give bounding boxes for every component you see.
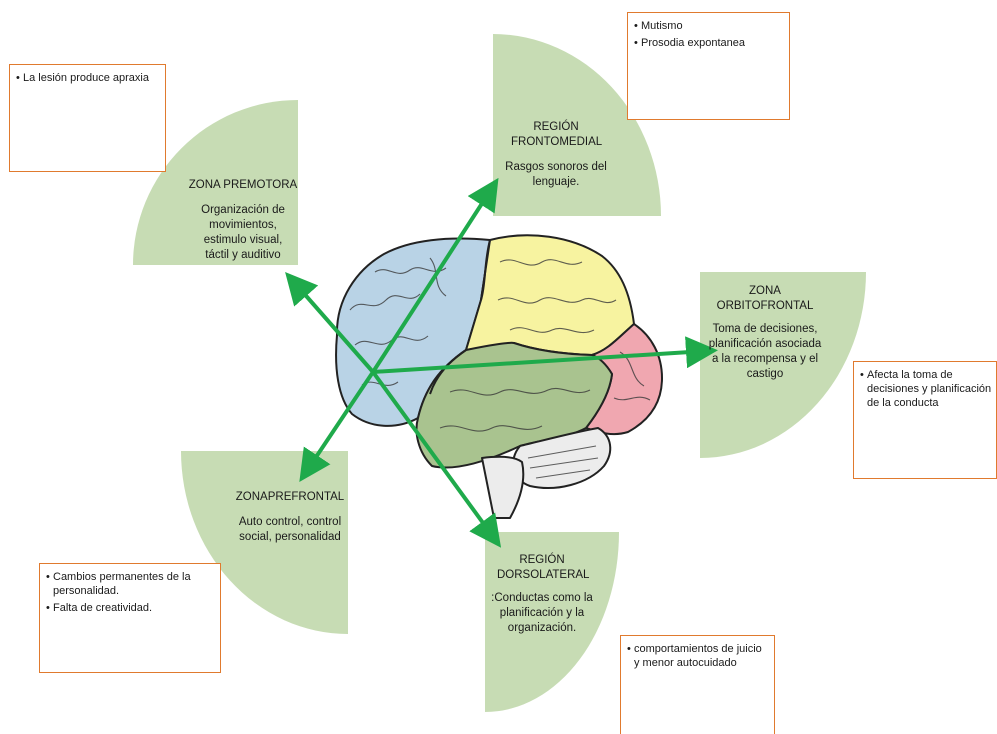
arrow-to-orbitofrontal bbox=[372, 336, 718, 374]
connector-arrows bbox=[285, 177, 718, 548]
zone-premotora-description: Organización de movimientos, estimulo vi… bbox=[201, 204, 285, 261]
lateral-sulcus bbox=[429, 349, 467, 395]
note-item: La lesión produce apraxia bbox=[16, 71, 161, 85]
arrow-to-premotora bbox=[285, 271, 375, 374]
zone-prefrontal-description: Auto control, control social, personalid… bbox=[238, 516, 342, 543]
note-item: Cambios permanentes de la personalidad. bbox=[46, 570, 216, 598]
zone-prefrontal: ZONAPREFRONTAL Auto control, control soc… bbox=[220, 490, 360, 545]
zone-frontomedial: REGIÓN FRONTOMEDIAL Rasgos sonoros del l… bbox=[497, 120, 615, 190]
zone-premotora-title: ZONA PREMOTORA bbox=[188, 179, 298, 191]
zone-prefrontal-title: ZONAPREFRONTAL bbox=[235, 491, 345, 503]
note-orbitofrontal: Afecta la toma de decisiones y planifica… bbox=[853, 361, 997, 479]
brain-stem bbox=[481, 455, 525, 519]
quadrant-frontomedial bbox=[493, 34, 661, 216]
note-item: Falta de creatividad. bbox=[46, 601, 216, 615]
zone-orbitofrontal-description: Toma de decisiones, planificación asocia… bbox=[708, 323, 822, 380]
zone-dorsolateral-title: REGIÓN DORSOLATERAL bbox=[497, 554, 590, 581]
arrow-to-dorsolateral bbox=[371, 370, 502, 548]
parietal-lobe bbox=[465, 234, 635, 356]
brain-illustration bbox=[335, 234, 663, 519]
note-item: Afecta la toma de decisiones y planifica… bbox=[860, 368, 992, 410]
quadrant-premotora bbox=[133, 100, 298, 265]
zone-dorsolateral: REGIÓN DORSOLATERAL :Conductas como la p… bbox=[487, 553, 597, 636]
quadrant-dorsolateral bbox=[485, 532, 619, 712]
note-dorsolateral: comportamientos de juicio y menor autocu… bbox=[620, 635, 775, 734]
zone-dorsolateral-description: :Conductas como la planificación y la or… bbox=[491, 592, 593, 634]
note-premotora: La lesión produce apraxia bbox=[9, 64, 166, 172]
note-prefrontal: Cambios permanentes de la personalidad. … bbox=[39, 563, 221, 673]
arrow-to-frontomedial bbox=[371, 177, 499, 374]
brain-gyri bbox=[349, 257, 651, 479]
quadrant-prefrontal bbox=[181, 451, 348, 634]
zone-premotora: ZONA PREMOTORA Organización de movimient… bbox=[168, 178, 318, 263]
quadrant-orbitofrontal bbox=[700, 272, 866, 458]
central-sulcus bbox=[480, 239, 491, 301]
note-frontomedial: Mutismo Prosodia expontanea bbox=[627, 12, 790, 120]
zone-orbitofrontal: ZONA ORBITOFRONTAL Toma de decisiones, p… bbox=[700, 284, 830, 382]
zone-orbitofrontal-title: ZONA ORBITOFRONTAL bbox=[716, 285, 814, 312]
note-item: Prosodia expontanea bbox=[634, 36, 785, 50]
note-item: comportamientos de juicio y menor autocu… bbox=[627, 642, 770, 670]
zone-frontomedial-description: Rasgos sonoros del lenguaje. bbox=[505, 161, 607, 188]
arrow-to-prefrontal bbox=[299, 370, 375, 482]
note-item: Mutismo bbox=[634, 19, 785, 33]
zone-frontomedial-title: REGIÓN FRONTOMEDIAL bbox=[511, 121, 603, 148]
